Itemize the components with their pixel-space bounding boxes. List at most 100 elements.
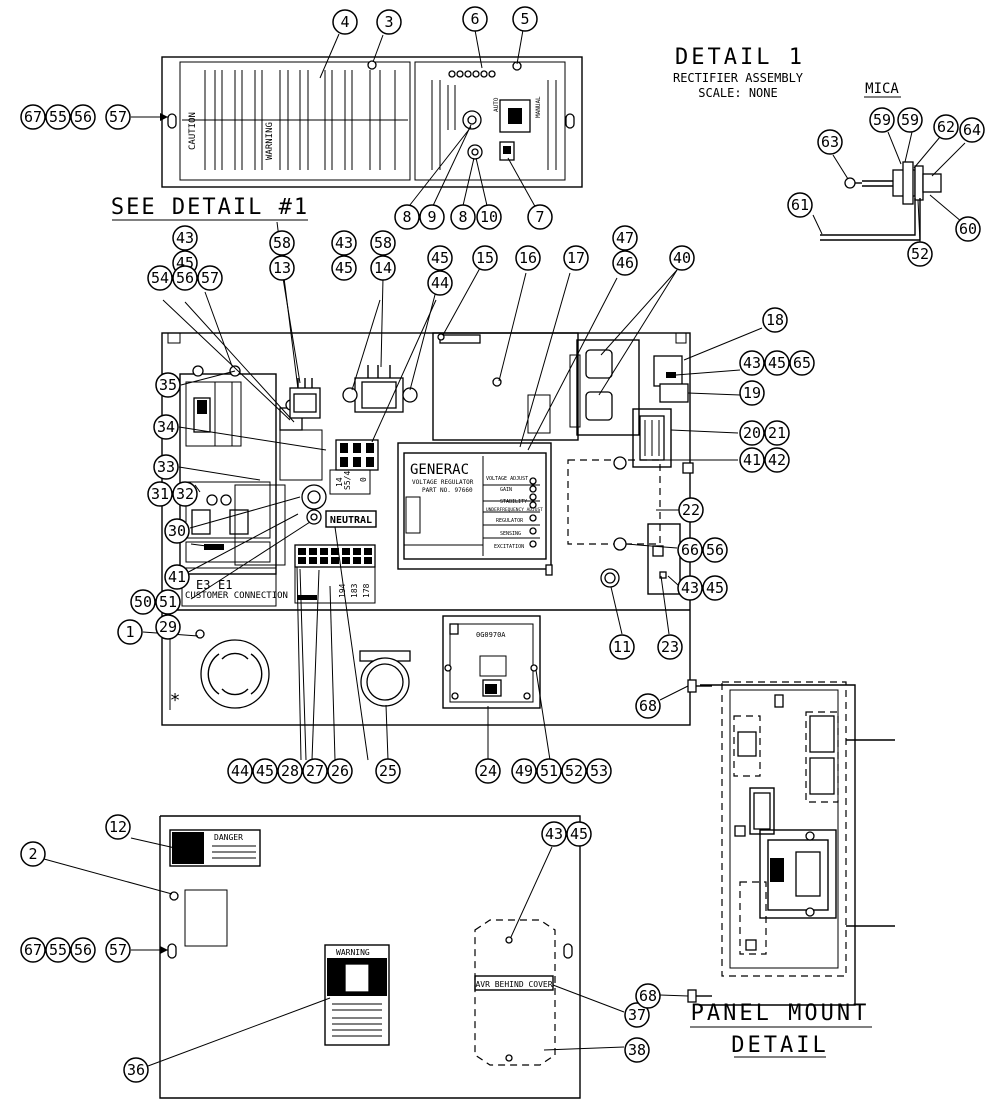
svg-text:55: 55 — [49, 941, 67, 959]
callout-11: 11 — [609, 634, 635, 660]
avr-cover — [474, 919, 556, 1066]
exercise-toggle[interactable] — [499, 141, 515, 161]
callout-25: 25 — [375, 758, 401, 784]
callout-2: 2 — [20, 841, 46, 867]
svg-text:36: 36 — [127, 1061, 145, 1079]
svg-text:13: 13 — [273, 259, 291, 277]
svg-text:33: 33 — [157, 458, 175, 476]
svg-text:55: 55 — [49, 108, 67, 126]
fuse-holder[interactable] — [467, 144, 483, 160]
callout-56a: 56 — [70, 104, 96, 130]
callout-3: 3 — [376, 9, 402, 35]
caution-label-rot: CAUTION — [188, 112, 198, 150]
callout-58a: 58 — [269, 230, 295, 256]
callout-35: 35 — [155, 372, 181, 398]
svg-text:44: 44 — [431, 274, 449, 292]
danger-label: DANGER — [214, 833, 243, 842]
callout-53: 53 — [586, 758, 612, 784]
svg-text:57: 57 — [109, 941, 127, 959]
svg-text:23: 23 — [661, 638, 679, 656]
callout-67b: 67 — [20, 937, 46, 963]
callout-68a: 68 — [635, 693, 661, 719]
svg-text:27: 27 — [306, 762, 324, 780]
svg-text:40: 40 — [673, 249, 691, 267]
svg-text:11: 11 — [613, 638, 631, 656]
callout-5: 5 — [512, 6, 538, 32]
set-exercise-button[interactable] — [462, 110, 482, 130]
callout-65: 65 — [789, 350, 815, 376]
svg-text:35: 35 — [159, 376, 177, 394]
svg-text:8: 8 — [402, 208, 411, 226]
callout-58b: 58 — [370, 230, 396, 256]
svg-text:45: 45 — [335, 259, 353, 277]
svg-text:54: 54 — [151, 269, 169, 287]
svg-text:50: 50 — [134, 593, 152, 611]
callout-43d: 43 — [677, 575, 703, 601]
panel-mount-detail — [687, 679, 895, 1006]
callout-31: 31 — [147, 481, 173, 507]
callout-64: 64 — [959, 117, 985, 143]
svg-text:18: 18 — [766, 311, 784, 329]
svg-text:67: 67 — [24, 941, 42, 959]
tb1-label-1: 183 — [350, 583, 359, 598]
avr-row-6: EXCITATION — [494, 544, 524, 550]
svg-text:43: 43 — [335, 234, 353, 252]
svg-text:45: 45 — [706, 579, 724, 597]
caution-text-lines — [204, 70, 396, 170]
svg-text:22: 22 — [682, 501, 700, 519]
interface-board-24 — [442, 615, 541, 709]
led-row — [448, 70, 496, 78]
svg-text:68: 68 — [639, 697, 657, 715]
warning-decal — [324, 944, 390, 1046]
svg-text:17: 17 — [567, 249, 585, 267]
callout-6: 6 — [462, 6, 488, 32]
svg-text:9: 9 — [427, 208, 436, 226]
svg-text:67: 67 — [24, 108, 42, 126]
svg-text:65: 65 — [793, 354, 811, 372]
panel-mount-heading-2: DETAIL — [731, 1033, 828, 1058]
svg-text:52: 52 — [565, 762, 583, 780]
callout-17: 17 — [563, 245, 589, 271]
callout-45c: 45 — [427, 245, 453, 271]
svg-text:56: 56 — [706, 541, 724, 559]
svg-text:4: 4 — [340, 13, 349, 31]
svg-text:53: 53 — [590, 762, 608, 780]
callout-44a: 44 — [427, 270, 453, 296]
svg-text:30: 30 — [168, 522, 186, 540]
svg-text:68: 68 — [639, 987, 657, 1005]
svg-text:43: 43 — [545, 825, 563, 843]
callout-8b: 8 — [450, 204, 476, 230]
avr-row-4: REGULATOR — [496, 518, 524, 524]
cable-connector-25 — [359, 650, 411, 707]
callout-22: 22 — [678, 497, 704, 523]
svg-text:58: 58 — [374, 234, 392, 252]
transformer-14 — [342, 365, 418, 413]
svg-text:10: 10 — [480, 208, 498, 226]
callout-18: 18 — [762, 307, 788, 333]
front-door: DANGER WARNING AVR BEHIND COVER — [159, 815, 581, 1099]
callout-43a: 43 — [172, 225, 198, 251]
callout-52b: 52 — [561, 758, 587, 784]
callout-55a: 55 — [45, 104, 71, 130]
callout-27: 27 — [302, 758, 328, 784]
svg-text:56: 56 — [176, 269, 194, 287]
callout-59a: 59 — [869, 107, 895, 133]
door-latch-slot — [565, 113, 575, 129]
svg-text:49: 49 — [515, 762, 533, 780]
mica-heading: MICA — [865, 81, 899, 97]
callout-45e: 45 — [702, 575, 728, 601]
callout-57c: 57 — [105, 937, 131, 963]
panel-mount-heading-1: PANEL MOUNT — [691, 1001, 870, 1026]
svg-text:6: 6 — [470, 10, 479, 28]
callout-1: 1 — [117, 619, 143, 645]
svg-text:60: 60 — [959, 220, 977, 238]
svg-text:5: 5 — [520, 10, 529, 28]
svg-text:24: 24 — [479, 762, 497, 780]
svg-text:29: 29 — [159, 618, 177, 636]
mode-switch[interactable] — [499, 99, 531, 133]
svg-text:42: 42 — [768, 451, 786, 469]
callout-12: 12 — [105, 814, 131, 840]
svg-text:62: 62 — [937, 118, 955, 136]
svg-text:45: 45 — [768, 354, 786, 372]
svg-text:51: 51 — [159, 593, 177, 611]
